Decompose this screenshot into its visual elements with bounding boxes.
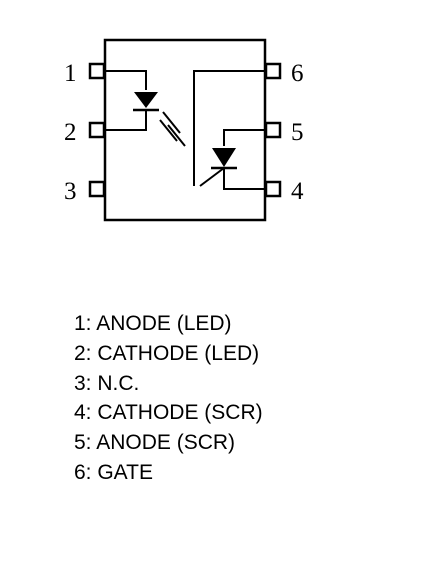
pin-legend: 1: ANODE (LED) 2: CATHODE (LED) 3: N.C. … bbox=[74, 309, 263, 488]
pin-3-stub bbox=[88, 180, 106, 198]
pin-number-3: 3 bbox=[64, 178, 77, 205]
pin-number-5: 5 bbox=[291, 119, 304, 146]
led-wiring bbox=[105, 70, 147, 131]
light-emission-icon bbox=[159, 111, 186, 147]
pin-1-stub bbox=[88, 62, 106, 80]
scr-wiring bbox=[193, 70, 266, 190]
scr-thyristor-icon bbox=[199, 148, 237, 187]
legend-item-pin-6: 6: GATE bbox=[74, 460, 153, 484]
legend-item-pin-1: 1: ANODE (LED) bbox=[74, 312, 232, 335]
pin-6-stub bbox=[264, 62, 282, 80]
pin-4-stub bbox=[264, 180, 282, 198]
pin-number-1: 1 bbox=[64, 60, 77, 87]
legend-item-pin-5: 5: ANODE (SCR) bbox=[74, 431, 236, 455]
pin-2-stub bbox=[88, 121, 106, 139]
pin-5-stub bbox=[264, 121, 282, 139]
pin-number-4: 4 bbox=[291, 178, 304, 205]
pin-number-2: 2 bbox=[64, 119, 77, 146]
led-diode-icon bbox=[133, 92, 159, 112]
legend-item-pin-2: 2: CATHODE (LED) bbox=[74, 341, 260, 365]
legend-item-pin-3: 3: N.C. bbox=[74, 371, 140, 395]
pin-number-6: 6 bbox=[291, 60, 304, 87]
legend-item-pin-4: 4: CATHODE (SCR) bbox=[74, 401, 263, 425]
